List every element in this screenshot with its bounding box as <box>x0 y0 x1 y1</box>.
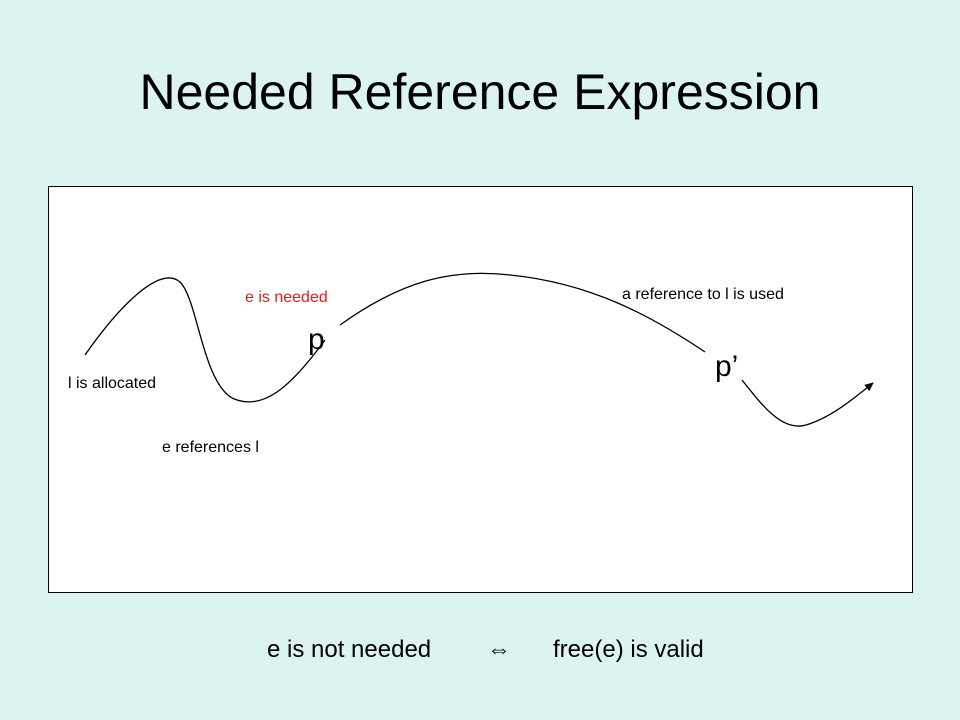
equivalence-icon: ⇔ <box>487 636 511 663</box>
label-reference-used: a reference to l is used <box>622 286 784 303</box>
path-segment-needed <box>339 272 706 353</box>
slide-title: Needed Reference Expression <box>139 64 821 120</box>
label-e-references-l: e references l <box>162 439 259 456</box>
diagram-box <box>48 186 913 593</box>
bottom-equation: e is not needed ⇔ free(e) is valid <box>0 634 960 666</box>
path-segment-allocation <box>84 277 326 403</box>
label-e-is-needed: e is needed <box>245 289 328 306</box>
path-segment-after-use <box>741 379 874 427</box>
label-point-p: p <box>308 323 325 356</box>
equation-left: e is not needed <box>267 636 432 663</box>
label-l-allocated: l is allocated <box>68 375 157 392</box>
label-point-p-prime: p’ <box>715 350 739 383</box>
equation-right: free(e) is valid <box>553 636 704 663</box>
